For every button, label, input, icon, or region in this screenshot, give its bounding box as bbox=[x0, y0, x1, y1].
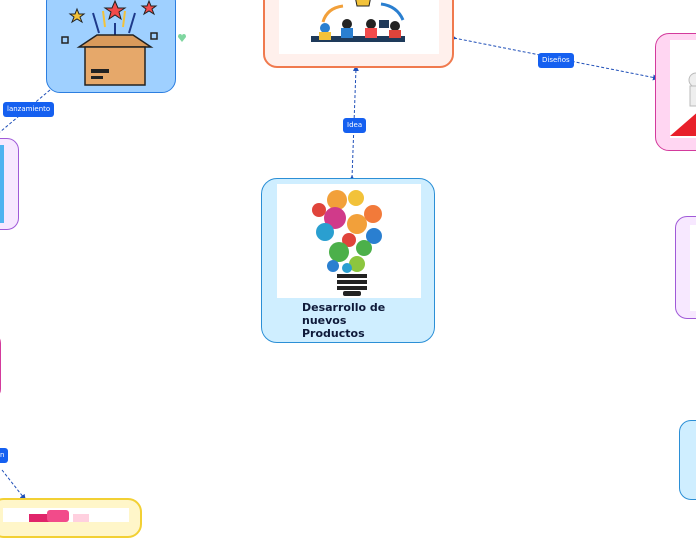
launch-node[interactable] bbox=[46, 0, 176, 93]
central-node[interactable]: Desarrollo de nuevos Productos bbox=[261, 178, 435, 343]
idea-tag[interactable]: Idea bbox=[343, 118, 367, 133]
star-icon bbox=[68, 7, 86, 24]
right-middle-node-image bbox=[690, 225, 696, 311]
star-icon bbox=[103, 0, 127, 21]
left-purple-node[interactable] bbox=[0, 138, 19, 230]
team-meeting-image bbox=[279, 0, 439, 54]
idea-node[interactable] bbox=[263, 0, 454, 68]
star-icon bbox=[140, 0, 158, 16]
launch-box-image bbox=[61, 0, 158, 86]
bottom-yellow-node-image bbox=[3, 508, 129, 522]
lightbulb-icons-image bbox=[277, 184, 421, 298]
bottom-yellow-node[interactable] bbox=[0, 498, 142, 538]
disenos-node[interactable] bbox=[655, 33, 696, 151]
left-purple-node-image bbox=[0, 145, 4, 223]
lanzamiento-tag[interactable]: lanzamiento bbox=[3, 102, 55, 117]
right-bottom-node[interactable] bbox=[679, 420, 696, 500]
left-pink-node[interactable] bbox=[0, 333, 1, 399]
design-figure-image bbox=[670, 40, 696, 138]
disenos-tag[interactable]: Diseños bbox=[538, 53, 574, 68]
lightbulb-icon bbox=[355, 0, 371, 7]
central-node-title: Desarrollo de nuevos Productos bbox=[302, 301, 386, 340]
partial-tag[interactable]: n bbox=[0, 448, 9, 463]
partial-connector bbox=[1, 469, 26, 501]
heart-icon bbox=[178, 34, 186, 42]
right-middle-node[interactable] bbox=[675, 216, 696, 319]
